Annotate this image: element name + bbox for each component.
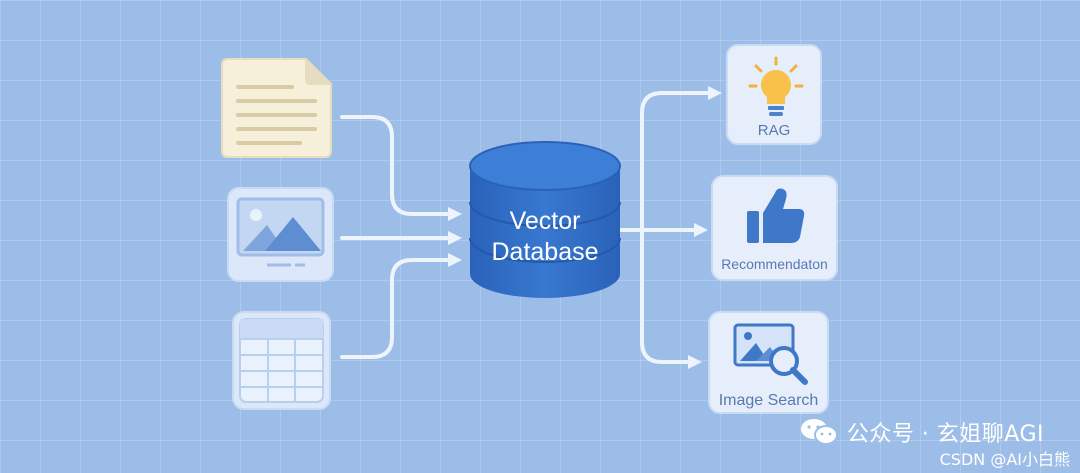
arrowhead-image-search (688, 355, 702, 369)
database-label-line1: Vector (509, 207, 581, 235)
output-image-search: Image Search (708, 311, 829, 414)
image-search-icon (733, 323, 808, 385)
output-recommendation: Recommendaton (711, 175, 838, 281)
output-rag-label: RAG (757, 122, 791, 139)
arrowhead-recommendation (694, 223, 708, 237)
watermark-line1: 公众号 · 玄姐聊AGI (846, 422, 1044, 447)
document-icon (221, 58, 332, 158)
database-label: Vector Database (470, 206, 620, 268)
database-label-line2: Database (491, 238, 599, 266)
lightbulb-icon (748, 56, 804, 116)
table-icon (239, 318, 324, 403)
input-document (220, 57, 333, 159)
watermark-line2: CSDN @AI小白熊 (939, 450, 1070, 469)
arrowhead-rag (708, 86, 722, 100)
connector-db-to-rag (640, 91, 712, 232)
connector-document-to-db (340, 115, 452, 216)
input-image (227, 187, 334, 282)
vector-database-cylinder (469, 141, 621, 298)
arrowhead-db-doc (448, 207, 462, 221)
wechat-icon (800, 419, 838, 445)
connector-db-to-image-search (640, 228, 692, 364)
arrowhead-db-table (448, 253, 462, 267)
image-icon (236, 197, 325, 267)
connector-table-to-db (340, 258, 452, 359)
output-rag: RAG (726, 44, 822, 145)
watermark-wechat: 公众号 · 玄姐聊AGI (799, 416, 1044, 448)
output-recommendation-label: Recommendaton (721, 256, 828, 272)
arrowhead-db-img (448, 231, 462, 245)
output-image-search-label: Image Search (718, 392, 819, 409)
input-table (232, 311, 331, 410)
thumbs-up-icon (747, 188, 805, 243)
